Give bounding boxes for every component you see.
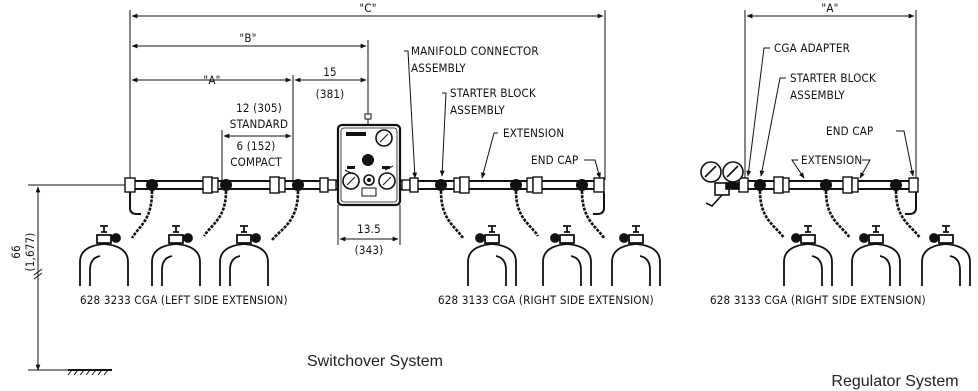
right-header-pipe — [400, 180, 598, 190]
dimension-c-label: "C" — [359, 1, 376, 15]
dimension-13-5-mm-label: (343) — [355, 243, 384, 257]
extension-lines — [129, 10, 606, 245]
switchover-caption: Switchover System — [307, 353, 443, 370]
regulator-end-cap — [905, 192, 917, 215]
dimension-lines — [28, 13, 604, 371]
left-part-number: 628 3233 CGA (LEFT SIDE EXTENSION) — [80, 293, 288, 307]
regulator-cylinders — [783, 225, 971, 286]
starter-block-label-2: ASSEMBLY — [450, 103, 505, 117]
regulator-caption: Regulator System — [831, 373, 958, 390]
regulator-part-number: 628 3133 CGA (RIGHT SIDE EXTENSION) — [710, 293, 926, 307]
regulator-hoses — [758, 190, 922, 239]
starter-block-label-1: STARTER BLOCK — [450, 86, 536, 100]
compact-label: COMPACT — [230, 155, 282, 169]
compact-dimension: 6 (152) — [236, 139, 275, 153]
regulator-starter-block-label-2: ASSEMBLY — [790, 88, 845, 102]
switchover-leaders — [404, 50, 601, 179]
right-fittings — [401, 176, 605, 194]
regulator-end-cap-label: END CAP — [826, 124, 873, 138]
dimension-13-5-label: 13.5 — [357, 222, 381, 236]
left-end-cap — [129, 192, 141, 215]
regulator-fittings — [738, 176, 919, 194]
cylinder — [542, 225, 592, 286]
cylinder — [611, 225, 661, 286]
right-part-number: 628 3133 CGA (RIGHT SIDE EXTENSION) — [438, 293, 654, 307]
regulator-dimension-a-label: "A" — [821, 1, 838, 15]
extension-label: EXTENSION — [503, 126, 564, 140]
cylinder — [79, 225, 129, 286]
right-end-cap — [593, 192, 605, 215]
cylinder — [467, 225, 517, 286]
dimension-15-mm-label: (381) — [316, 87, 345, 101]
dimension-a-label: "A" — [203, 73, 220, 87]
left-hoses — [130, 190, 300, 241]
regulator-leaders — [746, 47, 915, 179]
standard-label: STANDARD — [230, 117, 288, 131]
regulator-starter-block-label-1: STARTER BLOCK — [790, 71, 876, 85]
height-mm-label: (1,677) — [23, 232, 37, 271]
cylinder — [851, 225, 901, 286]
manifold-connector-label-2: ASSEMBLY — [411, 61, 466, 75]
left-valve-knobs — [146, 179, 304, 191]
floor-hatch — [67, 369, 112, 376]
cylinder — [783, 225, 833, 286]
dimension-15-label: 15 — [323, 65, 337, 79]
cylinder — [219, 225, 269, 286]
switchover-control-box — [336, 113, 402, 207]
regulator-extension-label: EXTENSION — [801, 153, 862, 167]
regulator-valve-knobs — [754, 179, 902, 191]
dimension-b-label: "B" — [239, 31, 256, 45]
switchover-cylinders — [79, 225, 661, 286]
regulator-gauges — [700, 161, 744, 207]
cga-adapter-label: CGA ADAPTER — [774, 41, 850, 55]
cylinder — [151, 225, 201, 286]
left-header-pipe — [132, 180, 338, 190]
right-hoses — [439, 190, 606, 239]
cylinder — [921, 225, 971, 286]
manifold-connector-label-1: MANIFOLD CONNECTOR — [411, 44, 539, 58]
standard-dimension: 12 (305) — [236, 101, 282, 115]
height-66-label: 66 — [9, 245, 23, 259]
right-valve-knobs — [435, 179, 588, 191]
end-cap-label: END CAP — [531, 153, 578, 167]
regulator-extension-lines — [744, 10, 917, 180]
